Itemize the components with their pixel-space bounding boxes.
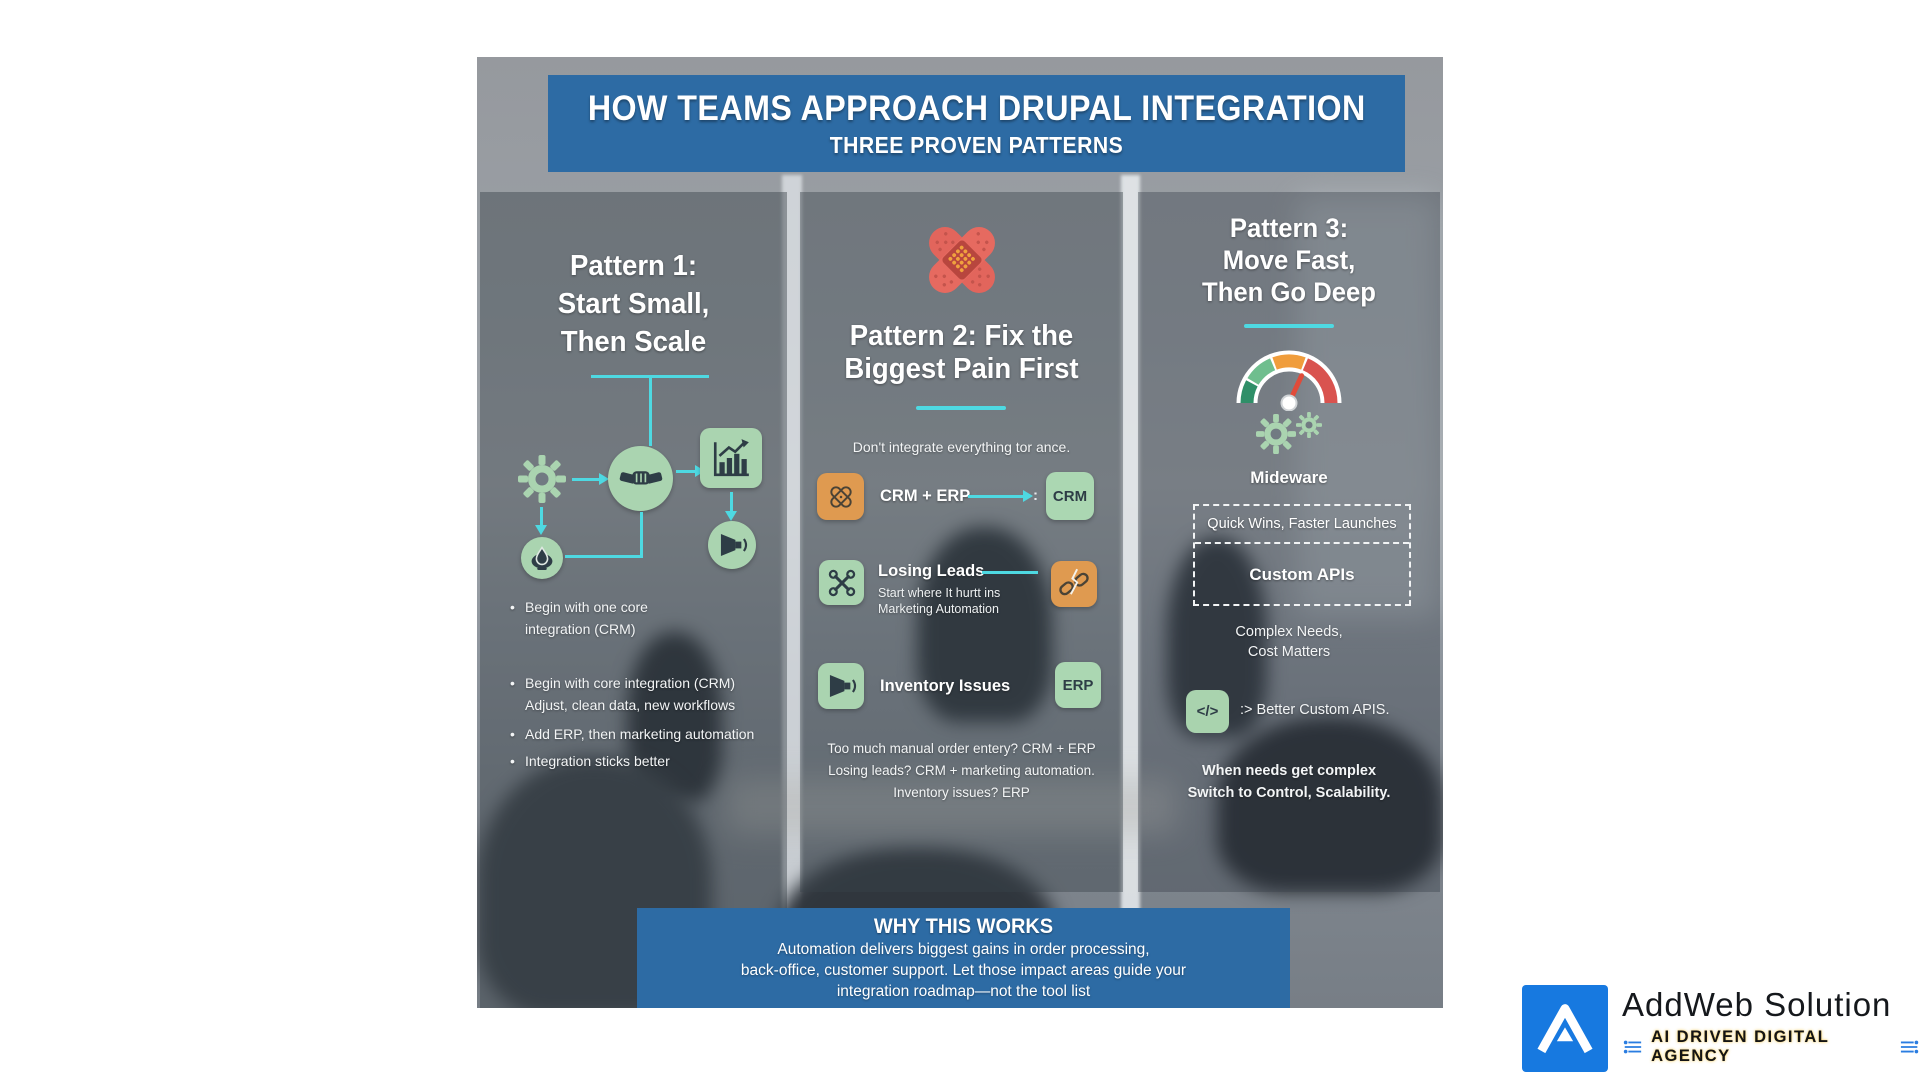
- why-banner: WHY THIS WORKS Automation delivers bigge…: [637, 908, 1290, 1008]
- tagline-text: AI DRIVEN DIGITAL AGENCY: [1651, 1028, 1830, 1065]
- infographic-title: HOW TEAMS APPROACH DRUPAL INTEGRATION: [587, 88, 1366, 128]
- pattern1-bullet: Add ERP, then marketing automation: [510, 723, 754, 745]
- gears-icon: [1256, 412, 1322, 454]
- pattern2-title: Pattern 2: Fix the Biggest Pain First: [808, 320, 1115, 386]
- pattern3-footer: When needs get complex Switch to Control…: [1138, 760, 1440, 804]
- footer-line: Too much manual order entery? CRM + ERP: [827, 741, 1096, 756]
- connector-line: [982, 571, 1038, 574]
- why-line: integration roadmap—not the tool list: [836, 983, 1091, 1000]
- api-note: :> Better Custom APIS.: [1240, 702, 1390, 718]
- pattern1-bullet: Begin with one core integration (CRM): [510, 596, 648, 640]
- footer-line: When needs get complex: [1201, 763, 1377, 779]
- quick-wins-label: Quick Wins, Faster Launches: [1195, 506, 1409, 544]
- erp-box: ERP: [1055, 662, 1101, 708]
- footer-line: Losing leads? CRM + marketing automation…: [828, 763, 1095, 778]
- why-title: WHY THIS WORKS: [873, 915, 1054, 938]
- bullet-line: Add ERP, then marketing automation: [525, 726, 755, 742]
- bullet-line: Integration sticks better: [525, 753, 670, 769]
- pattern3-title: Pattern 3: Move Fast, Then Go Deep: [1146, 212, 1433, 308]
- pattern1-title-line: Pattern 1:: [569, 250, 698, 282]
- footer-line: Inventory issues? ERP: [893, 785, 1030, 800]
- middleware-label: Mideware: [1250, 468, 1328, 487]
- pattern1-title-line: Start Small,: [557, 288, 710, 320]
- crossed-tools-icon: [819, 560, 864, 605]
- arrow-right-icon: [676, 465, 705, 477]
- arrow-down-icon: [535, 507, 547, 535]
- code-icon: </>: [1186, 690, 1229, 733]
- pattern2-title-line: Pattern 2: Fix the: [849, 320, 1074, 352]
- pattern1-bullet: Begin with core integration (CRM) Adjust…: [510, 672, 735, 716]
- pattern3-title-line: Then Go Deep: [1202, 277, 1376, 307]
- footer-line: Switch to Control, Scalability.: [1187, 785, 1391, 801]
- bullet-line: integration (CRM): [525, 621, 636, 637]
- megaphone-icon: [708, 521, 756, 569]
- note-line: Complex Needs,: [1235, 624, 1343, 640]
- addweb-logo-tagline: AI DRIVEN DIGITAL AGENCY: [1622, 1028, 1920, 1066]
- broken-link-icon: [1051, 561, 1097, 607]
- connector-line: [649, 375, 652, 446]
- pattern2-row2-sub2: Marketing Automation: [878, 602, 999, 616]
- why-line: Automation delivers biggest gains in ord…: [777, 941, 1150, 958]
- data-drop-icon: [521, 537, 563, 579]
- custom-apis-label: Custom APIs: [1249, 565, 1355, 584]
- window-pane: [1297, 197, 1437, 617]
- circuit-icon: [1623, 1040, 1642, 1054]
- why-line: back-office, customer support. Let those…: [740, 962, 1187, 979]
- bullet-line: Begin with core integration (CRM): [525, 675, 736, 691]
- pattern2-intro: Don't integrate everything tor ance.: [852, 439, 1071, 455]
- bullet-line: Adjust, clean data, new workflows: [525, 697, 736, 713]
- circuit-icon: [1900, 1040, 1919, 1054]
- arrow-right-icon: [572, 473, 609, 485]
- pattern1-title-line: Then Scale: [560, 326, 707, 358]
- gauge-icon: [1236, 350, 1342, 411]
- office-photo-background: [477, 57, 1443, 1008]
- title-underline: [916, 406, 1006, 410]
- bar-chart-icon: [700, 428, 762, 488]
- pattern2-row2-label: Losing Leads: [878, 562, 985, 580]
- infographic-subtitle: THREE PROVEN PATTERNS: [829, 131, 1124, 158]
- pattern2-row3-label: Inventory Issues: [880, 677, 1011, 695]
- pattern2-column: Pattern 2: Fix the Biggest Pain First Do…: [800, 192, 1123, 892]
- gear-icon: [518, 455, 566, 503]
- connector-line: [565, 555, 643, 558]
- megaphone-icon: [818, 663, 864, 709]
- connector-line: [640, 512, 643, 558]
- bandaid-outline-icon: [817, 473, 864, 520]
- pattern3-title-line: Pattern 3:: [1229, 213, 1349, 243]
- pattern2-footer: Too much manual order entery? CRM + ERP …: [800, 738, 1123, 804]
- table-surface: [727, 779, 1177, 834]
- addweb-logo-mark: [1522, 985, 1608, 1072]
- photo-silhouette: [1217, 717, 1442, 892]
- pattern2-title-line: Biggest Pain First: [844, 353, 1079, 385]
- bullet-line: Begin with one core: [525, 599, 648, 615]
- pattern1-column: Pattern 1: Start Small, Then Scale: [480, 192, 787, 1008]
- colon-dots: :: [1033, 487, 1038, 504]
- pattern1-title: Pattern 1: Start Small, Then Scale: [488, 247, 780, 361]
- pattern3-note: Complex Needs, Cost Matters: [1138, 622, 1440, 662]
- pattern3-column: Pattern 3: Move Fast, Then Go Deep Midew…: [1138, 192, 1440, 892]
- header-banner: HOW TEAMS APPROACH DRUPAL INTEGRATION TH…: [548, 75, 1405, 172]
- pattern2-row1-label: CRM + ERP: [880, 487, 971, 505]
- bandaid-cross-icon: [929, 227, 995, 293]
- pattern2-row2-sub1: Start where It hurtt ins: [878, 586, 1001, 600]
- crm-box: CRM: [1046, 472, 1094, 520]
- pattern3-title-line: Move Fast,: [1222, 245, 1356, 275]
- arrow-down-icon: [725, 492, 737, 521]
- infographic: Pattern 1: Start Small, Then Scale: [477, 57, 1443, 1008]
- addweb-logo-name: AddWeb Solution: [1622, 986, 1892, 1023]
- photo-silhouette: [917, 527, 1052, 722]
- dashed-box: Quick Wins, Faster Launches Custom APIs: [1193, 504, 1411, 606]
- pattern1-bullet: Integration sticks better: [510, 750, 670, 772]
- title-underline: [1244, 324, 1334, 328]
- note-line: Cost Matters: [1247, 644, 1331, 660]
- mountain-a-icon: [1537, 1003, 1593, 1053]
- handshake-icon: [608, 446, 673, 511]
- arrow-right-icon: [968, 490, 1033, 502]
